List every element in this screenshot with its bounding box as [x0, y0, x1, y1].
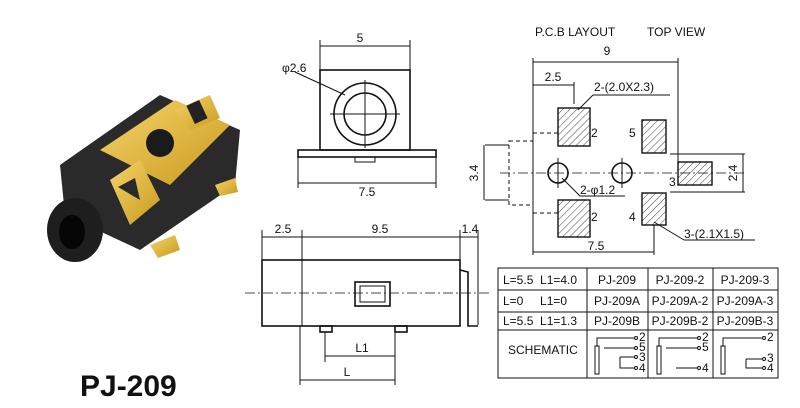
pad-large-note: 2-(2.0X2.3) — [594, 80, 654, 94]
table-cell: PJ-209B — [594, 314, 640, 328]
table-cell: PJ-209A-3 — [717, 294, 774, 308]
pad-2-top — [557, 107, 591, 147]
pad-3 — [677, 161, 713, 186]
table-cell: PJ-209A-2 — [652, 294, 709, 308]
dim-offset: 2.5 — [545, 70, 562, 84]
table-cell: PJ-209-2 — [656, 273, 705, 287]
front-view: 5 φ2.6 7.5 — [282, 31, 437, 199]
pad-small-note: 3-(2.1X1.5) — [684, 227, 744, 241]
dim-height: 3.4 — [467, 164, 481, 181]
dim-body: 9.5 — [372, 222, 389, 236]
hole-dim: φ2.6 — [282, 61, 307, 75]
pad-4 — [641, 192, 667, 226]
pad-5 — [641, 119, 667, 154]
hole-note: 2-φ1.2 — [580, 183, 615, 197]
dim-left: 2.5 — [275, 222, 292, 236]
pin-label-5: 5 — [629, 126, 636, 140]
schematic-3: 2 3 4 — [720, 330, 774, 375]
l-label: L — [344, 365, 351, 379]
schematic-1: 2 5 3 4 — [594, 330, 646, 375]
schematic-pin: 5 — [702, 340, 709, 354]
part-number-title: PJ-209 — [80, 370, 177, 403]
table-cell: PJ-209B-2 — [652, 314, 709, 328]
schematic-pin: 2 — [639, 330, 646, 344]
pin-label-2-bottom: 2 — [591, 210, 598, 224]
pcb-title: P.C.B LAYOUT — [535, 25, 616, 39]
pad-2-bottom — [557, 199, 591, 238]
pcb-layout: P.C.B LAYOUT TOP VIEW 9 2.5 2-(2.0X2.3) … — [467, 25, 755, 255]
table-cell: PJ-209A — [594, 294, 640, 308]
table-cell: L=0 L1=0 — [503, 294, 567, 308]
pcb-view: TOP VIEW — [647, 25, 706, 39]
schematic-pin: 2 — [767, 330, 774, 344]
schematic-pin: 4 — [702, 361, 709, 375]
dim-right: 1.4 — [462, 222, 479, 236]
pin-label-4: 4 — [629, 210, 636, 224]
schematic-2: 2 5 4 — [656, 330, 709, 375]
schematic-pin: 4 — [767, 361, 774, 375]
table-cell: PJ-209B-3 — [717, 314, 774, 328]
pin-label-3: 3 — [669, 175, 676, 189]
table-cell: L=5.5 L1=4.0 — [503, 273, 577, 287]
width-dim: 5 — [357, 31, 364, 45]
schematic-pin: 3 — [767, 351, 774, 365]
schematic-pin: 3 — [639, 350, 646, 364]
dim-pad3: 2.4 — [726, 164, 740, 181]
l1-label: L1 — [355, 341, 369, 355]
dim-total: 9 — [604, 44, 611, 58]
dim-bottom: 7.5 — [588, 239, 605, 253]
side-view: 2.5 9.5 1.4 L1 L — [245, 222, 490, 385]
variants-table: L=5.5 L1=4.0 PJ-209 PJ-209-2 PJ-209-3 L=… — [497, 267, 779, 379]
flange-dim: 7.5 — [359, 185, 376, 199]
table-cell: PJ-209-3 — [721, 273, 770, 287]
schematic-label: SCHEMATIC — [508, 343, 578, 357]
table-cell: L=5.5 L1=1.3 — [503, 314, 577, 328]
schematic-pin: 5 — [639, 340, 646, 354]
schematic-pin: 2 — [702, 330, 709, 344]
pin-label-2-top: 2 — [591, 126, 598, 140]
product-photo — [47, 95, 240, 262]
schematic-pin: 4 — [639, 361, 646, 375]
table-cell: PJ-209 — [598, 273, 636, 287]
